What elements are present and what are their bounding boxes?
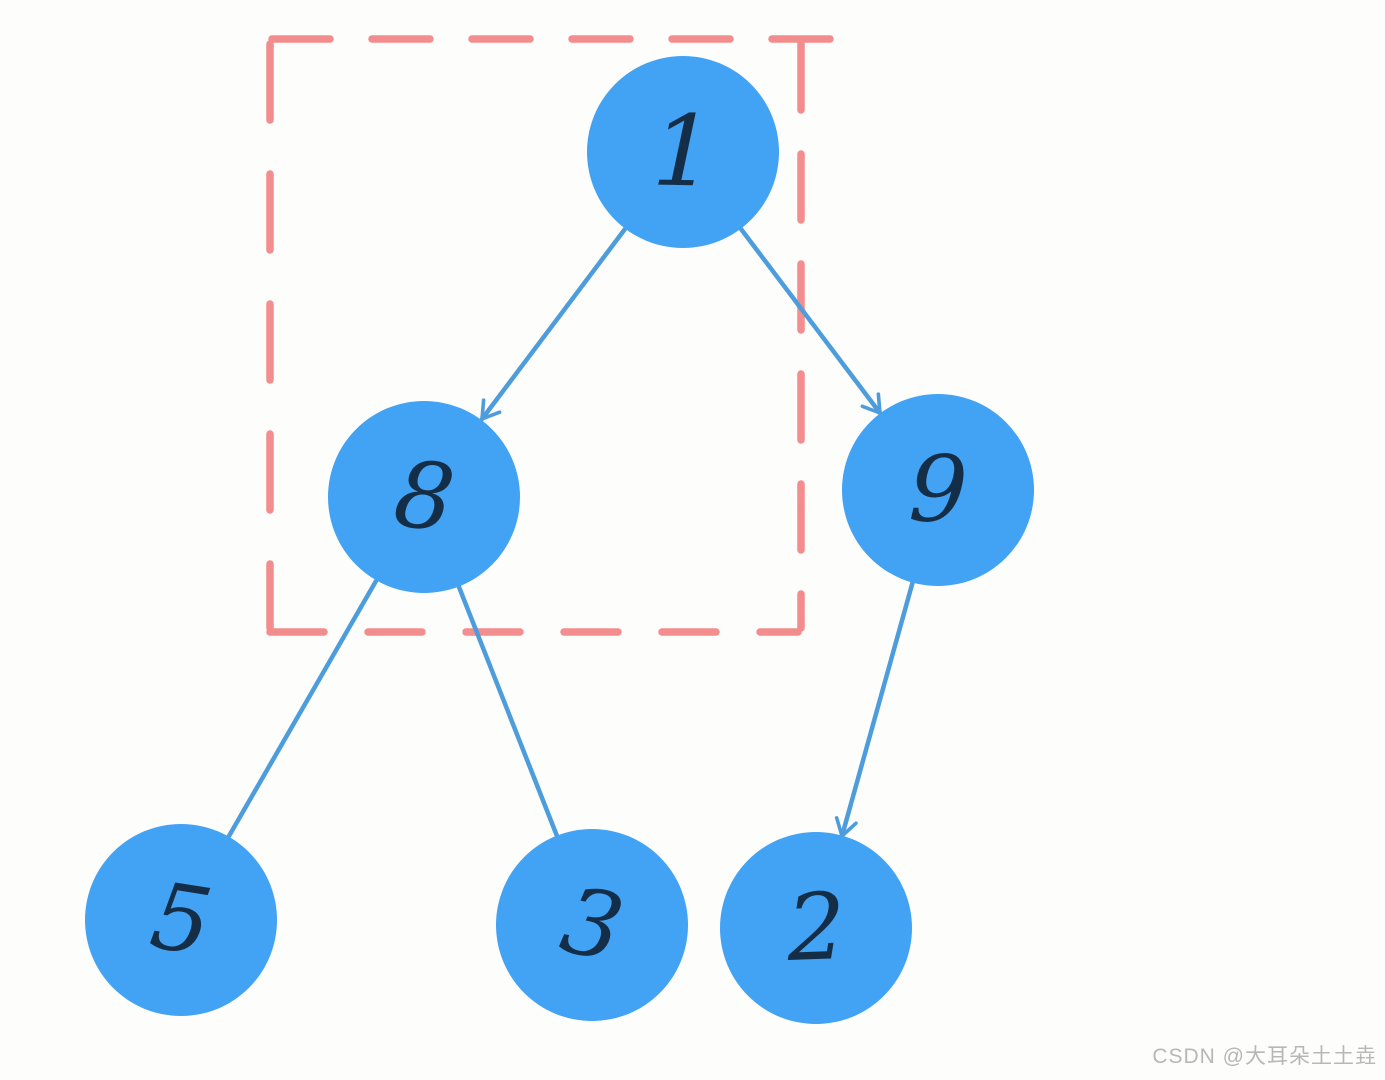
tree-node-9: 9 (842, 394, 1034, 586)
node-value: 5 (143, 862, 219, 977)
node-value: 2 (784, 873, 848, 982)
tree-node-3: 3 (496, 829, 688, 1021)
node-value: 1 (650, 94, 716, 210)
tree-node-8: 8 (328, 401, 520, 593)
edge-1-to-9 (738, 226, 883, 416)
tree-edges (226, 226, 916, 839)
edge-9-to-2 (834, 578, 916, 839)
watermark: CSDN @大耳朵土土垚 (1152, 1045, 1377, 1068)
edge-1-to-8 (479, 226, 628, 422)
node-value: 8 (388, 439, 460, 554)
tree-node-1: 1 (587, 56, 779, 248)
node-value: 9 (906, 435, 970, 544)
node-value: 3 (552, 866, 632, 983)
edge-8-to-3 (456, 584, 560, 839)
subtree-highlight-box (266, 35, 837, 636)
tree-node-2: 2 (720, 832, 912, 1024)
edge-8-to-5 (226, 578, 379, 839)
tree-node-5: 5 (85, 824, 277, 1016)
